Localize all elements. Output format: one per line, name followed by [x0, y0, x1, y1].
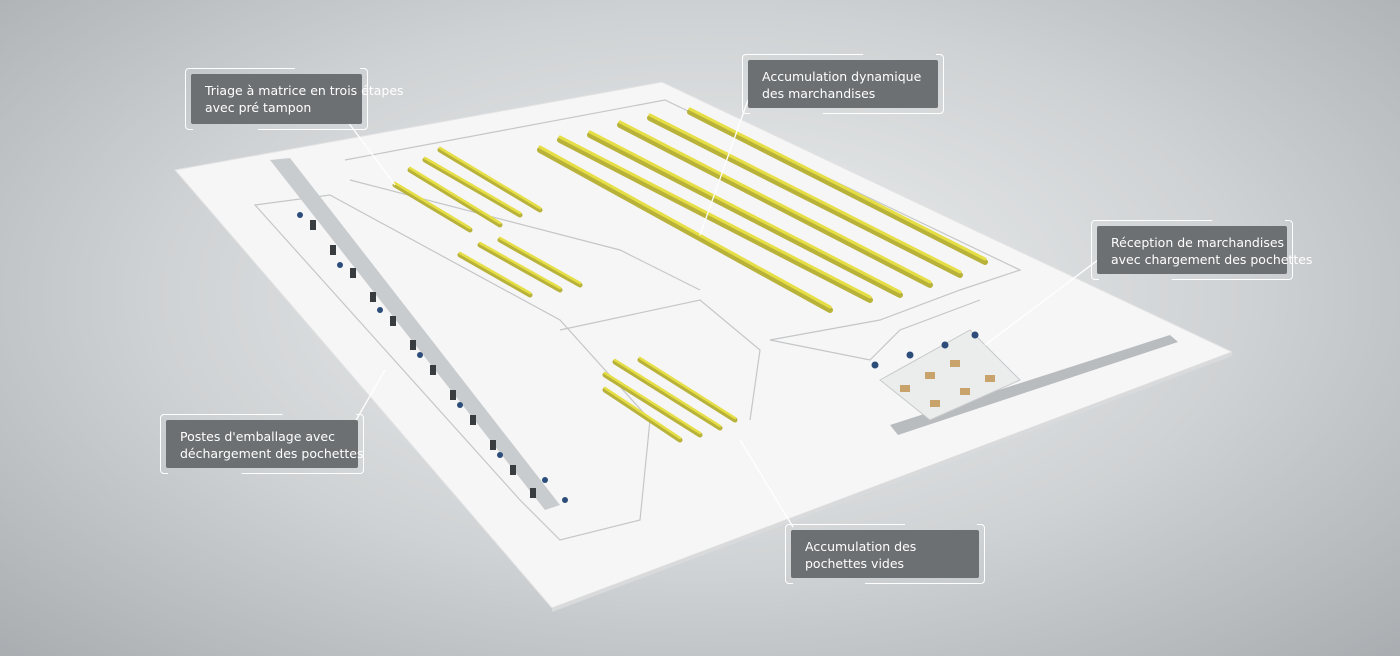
callout-matrix-sorting: Triage à matrice en trois étapes avec pr…: [191, 74, 404, 124]
callout-goods-reception-line1: Réception de marchandises: [1111, 235, 1285, 250]
callout-dynamic-accumulation: Accumulation dynamique des marchandises: [748, 60, 938, 108]
callout-empty-pouches-line2: pochettes vides: [805, 556, 905, 571]
goods-reception: [871, 329, 1178, 435]
callout-dynamic-accumulation-line1: Accumulation dynamique: [762, 69, 922, 84]
callout-matrix-sorting-line1: Triage à matrice en trois étapes: [205, 83, 404, 98]
callout-empty-pouches-line1: Accumulation des: [805, 539, 917, 554]
callout-matrix-sorting-line2: avec pré tampon: [205, 100, 312, 115]
packing-stations: [270, 158, 568, 510]
floor-plate: [174, 81, 1234, 609]
matrix-sorter-rails: [392, 146, 583, 298]
callout-goods-reception-line2: avec chargement des pochettes: [1111, 252, 1313, 267]
callout-goods-reception: Réception de marchandises avec chargemen…: [1097, 226, 1313, 274]
callout-packing-stations-line2: déchargement des pochettes: [180, 446, 364, 461]
floor-plate-edge: [552, 352, 1232, 612]
callout-packing-stations: Postes d'emballage avec déchargement des…: [166, 420, 364, 468]
callout-dynamic-accumulation-line2: des marchandises: [762, 86, 876, 101]
dynamic-accumulation-rails: [537, 107, 988, 313]
callout-packing-stations-line1: Postes d'emballage avec: [180, 429, 335, 444]
callout-empty-pouches: Accumulation des pochettes vides: [791, 530, 979, 578]
conveyor-loops: [253, 99, 1022, 541]
empty-pouch-rails: [602, 356, 738, 443]
